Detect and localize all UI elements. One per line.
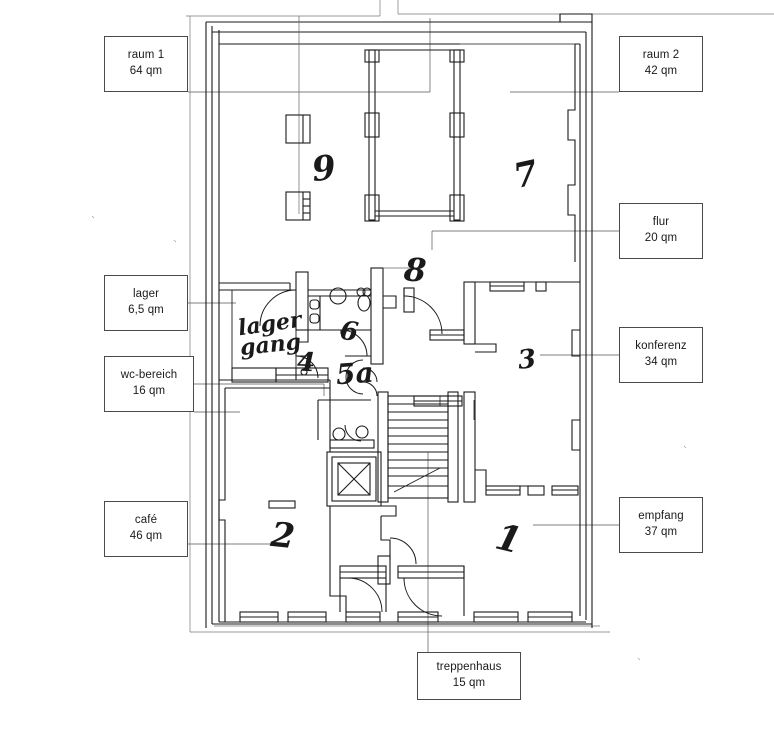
corridor-flur [383, 267, 463, 407]
room-callout-name: flur [652, 216, 670, 229]
lobby-entrance [339, 505, 465, 623]
room-callout-konferenz: konferenz 34 qm [619, 327, 703, 383]
handwritten-mark-gang-script: gang [238, 328, 303, 362]
room-callout-cafe: café 46 qm [104, 501, 188, 557]
handwritten-mark-2: 2 [268, 514, 297, 558]
room-callout-flur: flur 20 qm [619, 203, 703, 259]
wall-junction-top [559, 13, 593, 22]
room-callout-raum-2: raum 2 42 qm [619, 36, 703, 92]
room-callout-name: konferenz [635, 340, 687, 353]
elevator [326, 451, 382, 507]
room-callout-area: 6,5 qm [128, 304, 164, 316]
room-callout-name: empfang [638, 510, 684, 523]
room-lager [231, 289, 297, 369]
room-callout-area: 34 qm [644, 356, 678, 368]
room-callout-name: lager [132, 288, 160, 301]
room-callout-name: treppenhaus [436, 661, 502, 674]
room-raum2 [460, 43, 576, 262]
handwritten-mark-8: 8 [402, 250, 428, 290]
room-callout-name: wc-bereich [120, 369, 178, 382]
room-cafe [218, 367, 381, 623]
room-callout-wc-bereich: wc-bereich 16 qm [104, 356, 194, 412]
room-callout-area: 16 qm [132, 385, 166, 397]
room-callout-area: 37 qm [644, 526, 678, 538]
room-callout-area: 20 qm [644, 232, 678, 244]
corridor-divider [219, 282, 291, 291]
room-callout-area: 42 qm [644, 65, 678, 77]
room-callout-name: raum 2 [642, 49, 680, 62]
room-callout-lager: lager 6,5 qm [104, 275, 188, 331]
room-raum1 [285, 16, 311, 221]
room-callout-empfang: empfang 37 qm [619, 497, 703, 553]
room-callout-area: 64 qm [129, 65, 163, 77]
exterior-wall [205, 21, 593, 628]
room-empfang [403, 281, 580, 623]
lightwell-shafts [364, 49, 465, 222]
room-callout-area: 15 qm [452, 677, 486, 689]
room-callout-name: raum 1 [127, 49, 165, 62]
handwritten-mark-9: 9 [309, 147, 338, 191]
handwritten-mark-4: 4 [296, 347, 316, 379]
handwritten-mark-6: 6 [338, 315, 361, 349]
room-callout-treppenhaus: treppenhaus 15 qm [417, 652, 521, 700]
room-callout-raum-1: raum 1 64 qm [104, 36, 188, 92]
room-callout-name: café [134, 514, 158, 527]
handwritten-mark-3: 3 [516, 344, 538, 376]
staircase [377, 391, 459, 503]
room-callout-area: 46 qm [129, 530, 163, 542]
handwritten-mark-5a: 5a [334, 355, 375, 392]
wc-block [295, 267, 384, 449]
